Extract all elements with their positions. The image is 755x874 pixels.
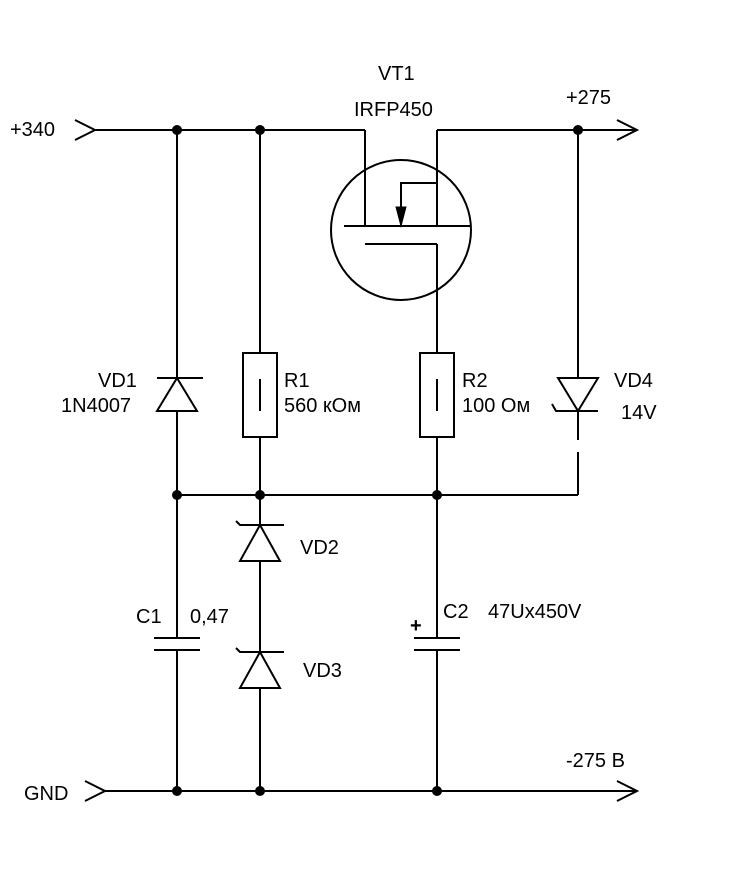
vd2-zener — [235, 495, 284, 652]
terminal-gnd-label: GND — [24, 783, 68, 805]
r2-value-label: 100 Ом — [462, 395, 530, 417]
r1-ref-label: R1 — [284, 370, 310, 392]
c1-ref-label: C1 — [136, 606, 162, 628]
c2-ref-label: C2 — [443, 601, 469, 623]
vd1-value-label: 1N4007 — [61, 395, 131, 417]
terminal-out-neg-label: -275 В — [566, 750, 625, 772]
vd4-zener — [551, 130, 600, 495]
r1-resistor — [242, 130, 278, 495]
c1-capacitor — [154, 495, 200, 791]
terminal-in-pos-label: +340 — [10, 119, 55, 141]
vt1-mosfet — [330, 130, 472, 353]
c1-value-label: 0,47 — [190, 606, 229, 628]
r2-resistor — [419, 352, 455, 638]
vt1-value-label: IRFP450 — [354, 99, 433, 121]
vd1-diode — [155, 130, 203, 495]
vd4-value-label: 14V — [621, 402, 657, 424]
top-rail-output — [437, 119, 640, 141]
r1-value-label: 560 кОм — [284, 395, 361, 417]
r2-ref-label: R2 — [462, 370, 488, 392]
vd1-ref-label: VD1 — [98, 370, 137, 392]
junction-dots — [172, 125, 583, 796]
c2-value-label: 47Ux450V — [488, 601, 582, 623]
vd4-ref-label: VD4 — [614, 370, 653, 392]
top-rail-input — [74, 119, 365, 141]
c2-capacitor — [414, 637, 460, 791]
terminal-out-pos-label: +275 — [566, 87, 611, 109]
vt1-ref-label: VT1 — [378, 63, 415, 85]
vd2-ref-label: VD2 — [300, 537, 339, 559]
vd3-zener — [235, 647, 284, 791]
vd3-ref-label: VD3 — [303, 660, 342, 682]
c2-polarity-mark: + — [410, 615, 422, 637]
ground-rail — [84, 780, 640, 802]
